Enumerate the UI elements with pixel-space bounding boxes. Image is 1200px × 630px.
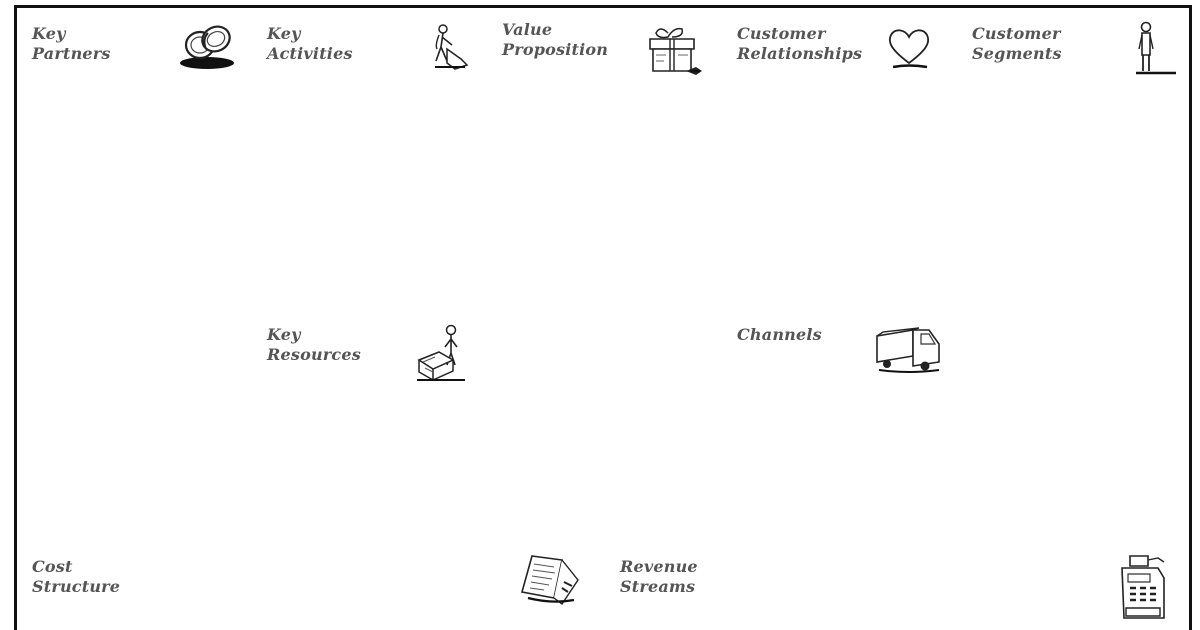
heart-icon: [887, 27, 931, 71]
revenue-streams-label: Revenue Streams: [620, 557, 698, 596]
customer-relationships-label: Customer Relationships: [737, 24, 863, 63]
revenue-streams-block: Revenue Streams: [602, 538, 1192, 630]
key-resources-label: Key Resources: [267, 325, 361, 364]
receipt-icon: [518, 552, 584, 608]
key-resources-block: Key Resources: [249, 306, 486, 540]
gift-box-icon: [646, 25, 704, 81]
canvas-right-border: [1189, 5, 1192, 630]
customer-segments-label: Customer Segments: [972, 24, 1062, 63]
key-partners-block: Key Partners: [14, 5, 251, 540]
key-activities-block: Key Activities: [249, 5, 486, 308]
worker-pushing-cart-icon: [425, 23, 471, 73]
cash-register-icon: [1116, 552, 1170, 624]
key-activities-label: Key Activities: [267, 24, 353, 63]
cost-structure-block: Cost Structure: [14, 538, 604, 630]
person-with-boxes-icon: [415, 324, 471, 386]
customer-segments-block: Customer Segments: [954, 5, 1192, 540]
cost-structure-label: Cost Structure: [32, 557, 121, 596]
canvas-left-border: [14, 5, 17, 630]
linked-rings-icon: [178, 23, 240, 73]
customer-relationships-block: Customer Relationships: [719, 5, 956, 308]
key-partners-label: Key Partners: [32, 24, 111, 63]
value-proposition-label: Value Proposition: [502, 20, 609, 59]
channels-block: Channels: [719, 306, 956, 540]
channels-label: Channels: [737, 325, 822, 344]
canvas-top-border: [14, 5, 1192, 8]
standing-person-icon: [1130, 21, 1178, 79]
delivery-truck-icon: [875, 326, 941, 378]
value-proposition-block: Value Proposition: [484, 5, 721, 540]
